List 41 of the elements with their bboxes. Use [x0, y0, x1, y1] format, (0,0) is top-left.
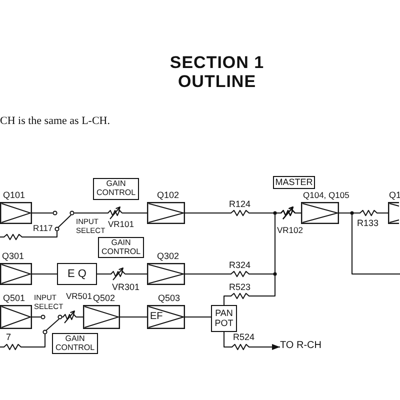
component-label: VR101	[108, 220, 134, 229]
amplifier-label: Q503	[158, 294, 180, 304]
amplifier-label: Q102	[157, 191, 180, 200]
arrow	[224, 332, 280, 350]
signal-line	[32, 212, 54, 214]
section-title: SECTION 1 OUTLINE	[168, 53, 266, 91]
component-label: R117	[33, 224, 53, 233]
boxed-label: GAIN CONTROL	[98, 237, 144, 258]
component-label: VR102	[277, 226, 303, 235]
signal-line	[96, 268, 148, 280]
component-label: VR301	[112, 283, 140, 292]
signal-line	[224, 206, 302, 306]
signal-line	[74, 206, 148, 220]
component-label: R523	[229, 283, 251, 292]
pan-pot-block: PAN POT	[211, 305, 237, 332]
signal-line	[62, 310, 84, 324]
signal-line	[338, 212, 400, 274]
signal-line	[0, 230, 58, 240]
component-label: R124	[229, 200, 251, 210]
output-label: TO R-CH	[280, 341, 322, 352]
note-text: CH is the same as L-CH.	[0, 116, 110, 128]
amplifier-label: Q301	[2, 252, 24, 262]
amplifier-label: Q502	[93, 294, 116, 304]
component-label: VR501	[66, 292, 92, 301]
signal-line	[0, 334, 46, 350]
component-label: 7	[6, 333, 12, 342]
block-label: EF	[150, 312, 163, 322]
amplifier-label: Q101	[3, 191, 26, 200]
boxed-label: MASTER	[273, 176, 315, 189]
component-label: R524	[233, 333, 255, 342]
component-label: R133	[357, 219, 379, 228]
amplifier-label: Q501	[3, 294, 26, 304]
signal-line	[184, 316, 212, 318]
boxed-label: GAIN CONTROL	[52, 333, 98, 354]
component-label: R324	[229, 261, 251, 270]
amplifier-label: Q302	[157, 252, 180, 262]
signal-line	[32, 316, 42, 318]
boxed-label: GAIN CONTROL	[93, 178, 139, 200]
amplifier-label: Q104, Q105	[303, 191, 350, 200]
signal-line	[120, 316, 148, 318]
equalizer-block: E Q	[57, 263, 97, 285]
